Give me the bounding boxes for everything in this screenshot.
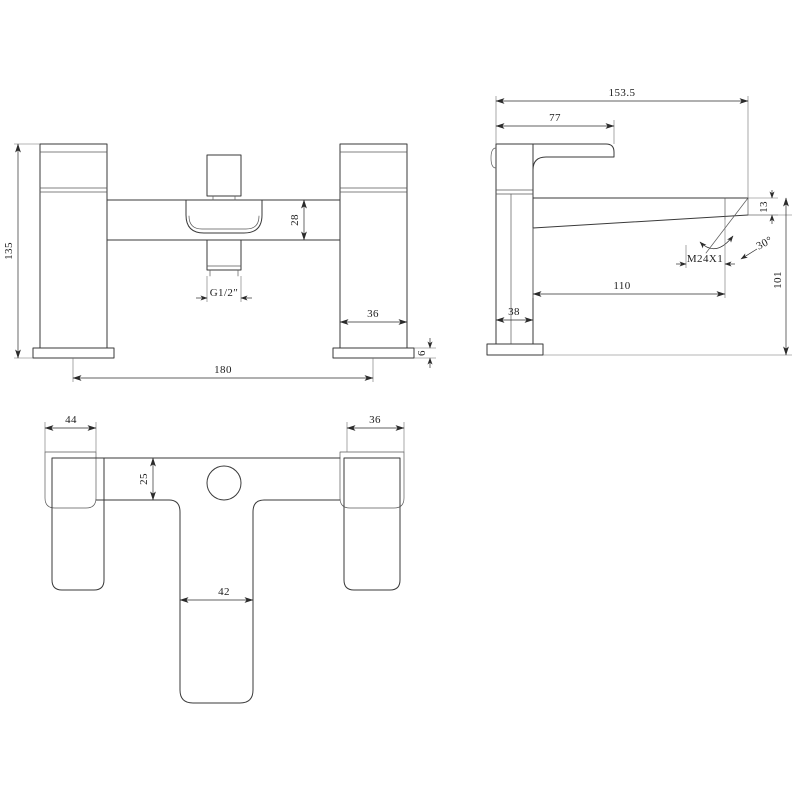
dim-front-body-height: 28 [289, 214, 301, 226]
side-dimensions: 153.5 77 13 101 M24X1 30° 110 38 [495, 87, 792, 356]
plan-view [44, 451, 405, 704]
front-dimensions: 135 28 36 6 G1/2″ 180 [3, 143, 436, 382]
dim-side-outlet-thread: M24X1 [687, 253, 723, 265]
dim-front-inlet-thread: G1/2″ [210, 287, 239, 299]
dim-side-lever-reach: 77 [549, 112, 561, 124]
dim-side-spout-projection: 110 [613, 280, 630, 292]
dim-side-overall-reach: 153.5 [609, 87, 636, 99]
dim-plan-left-handle-width: 44 [65, 414, 77, 426]
dim-side-tip-height: 13 [758, 201, 770, 213]
front-elevation-view [32, 143, 415, 359]
dim-front-height: 135 [3, 242, 15, 260]
dim-plan-spout-width: 42 [218, 586, 230, 598]
side-spout-body [532, 197, 749, 229]
plan-left-handle-outer [44, 451, 97, 509]
side-aerator-angle-indicator [699, 197, 758, 260]
front-right-base [332, 347, 415, 359]
dim-front-centres: 180 [214, 364, 232, 376]
side-lever-arm [495, 143, 615, 191]
dim-plan-body-width: 25 [138, 473, 150, 485]
plan-dimensions: 44 36 25 42 [44, 414, 405, 603]
plan-left-handle [51, 457, 105, 591]
side-lever-pivot [490, 147, 497, 169]
front-left-handle [39, 143, 108, 349]
dim-plan-right-handle-width: 36 [369, 414, 381, 426]
plan-right-handle-outer [339, 451, 405, 509]
dim-side-body-depth: 38 [508, 306, 520, 318]
plan-right-handle [343, 457, 401, 591]
front-cross-body [106, 199, 341, 241]
front-spout-housing [185, 199, 263, 234]
dim-front-base-thickness: 6 [416, 350, 428, 356]
front-left-base [32, 347, 115, 359]
plan-mounting-hole [206, 465, 242, 501]
front-diverter-knob [206, 154, 242, 201]
dim-side-overall-height: 101 [772, 271, 784, 289]
front-inlet-shank [206, 239, 242, 277]
dim-front-handle-width: 36 [367, 308, 379, 320]
side-elevation-view [486, 143, 758, 356]
dim-side-spout-angle: 30° [754, 234, 774, 252]
side-base-plate [486, 343, 544, 356]
plan-body-tee [95, 457, 341, 704]
